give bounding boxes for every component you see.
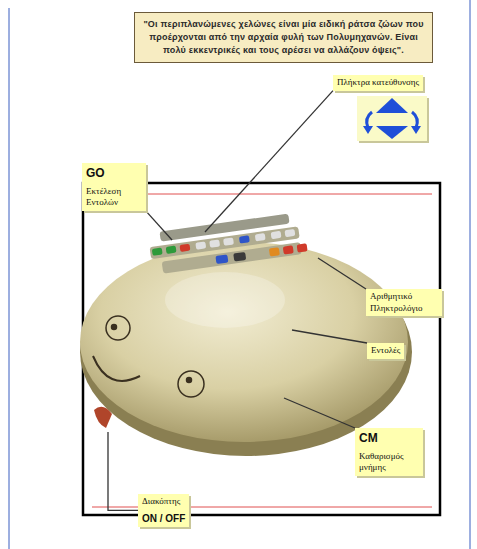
quote-box: "Οι περιπλανώμενες χελώνες είναι μία ειδ… <box>134 12 433 63</box>
robot-body <box>80 242 412 456</box>
label-subtext: ON / OFF <box>142 512 185 525</box>
callout-label: Πλήκτρα κατεύθυνσης <box>333 75 423 91</box>
label-text: Αριθμητικό Πληκτρολόγιο <box>370 291 438 314</box>
leader-line <box>146 211 172 240</box>
power-switch <box>94 407 112 428</box>
callout-label: Εντολές <box>367 343 404 359</box>
leader-line <box>284 398 355 428</box>
callout-label: Διακόπτης ON / OFF <box>138 494 189 527</box>
leader-line <box>205 91 333 232</box>
page-rule <box>9 8 10 549</box>
label-text: CM <box>359 430 419 447</box>
page-rule <box>470 0 471 549</box>
label-subtext: Καθαρισμός μνήμης <box>359 451 419 474</box>
label-text: Διακόπτης <box>142 496 185 508</box>
leader-line <box>108 432 138 510</box>
leader-line <box>318 258 366 289</box>
callout-label: GO Εκτέλεση Εντολών <box>82 163 146 211</box>
keypad <box>148 212 308 275</box>
leader-line <box>292 330 367 343</box>
label-text: Πλήκτρα κατεύθυνσης <box>337 77 419 89</box>
callout-label: Αριθμητικό Πληκτρολόγιο <box>366 289 442 316</box>
label-text: "Οι περιπλανώμενες χελώνες είναι μία ειδ… <box>143 18 424 57</box>
robot-face <box>93 316 204 397</box>
label-text: GO <box>86 165 142 182</box>
direction-keys-icon <box>357 96 427 141</box>
callout-label: CM Καθαρισμός μνήμης <box>355 428 423 476</box>
label-subtext: Εκτέλεση Εντολών <box>86 186 142 209</box>
label-text: Εντολές <box>371 345 400 357</box>
